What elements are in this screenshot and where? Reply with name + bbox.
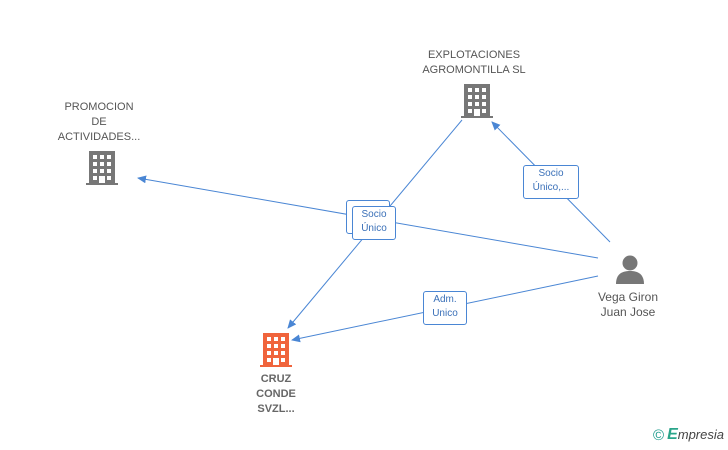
node-label-promocion[interactable]: PROMOCION DE ACTIVIDADES... [57, 101, 141, 143]
empresia-watermark: © Empresia [653, 426, 724, 444]
copyright-symbol: © [653, 426, 665, 444]
edge-label-socio-unico: Socio Único [352, 206, 396, 240]
brand-logo: Empresia [667, 426, 724, 443]
building-icon[interactable] [86, 151, 118, 190]
node-label-vega[interactable]: Vega Giron Juan Jose [597, 290, 659, 319]
edge-label-socio-unico-multi: Socio Único,... [523, 165, 579, 199]
building-icon[interactable] [461, 84, 493, 123]
building-icon[interactable] [260, 333, 292, 372]
person-icon[interactable] [615, 254, 645, 291]
node-label-explotaciones[interactable]: EXPLOTACIONES AGROMONTILLA SL [422, 49, 526, 76]
edge-label-adm-unico: Adm. Unico [423, 291, 467, 325]
node-label-cruz[interactable]: CRUZ CONDE SVZL... [256, 373, 296, 415]
